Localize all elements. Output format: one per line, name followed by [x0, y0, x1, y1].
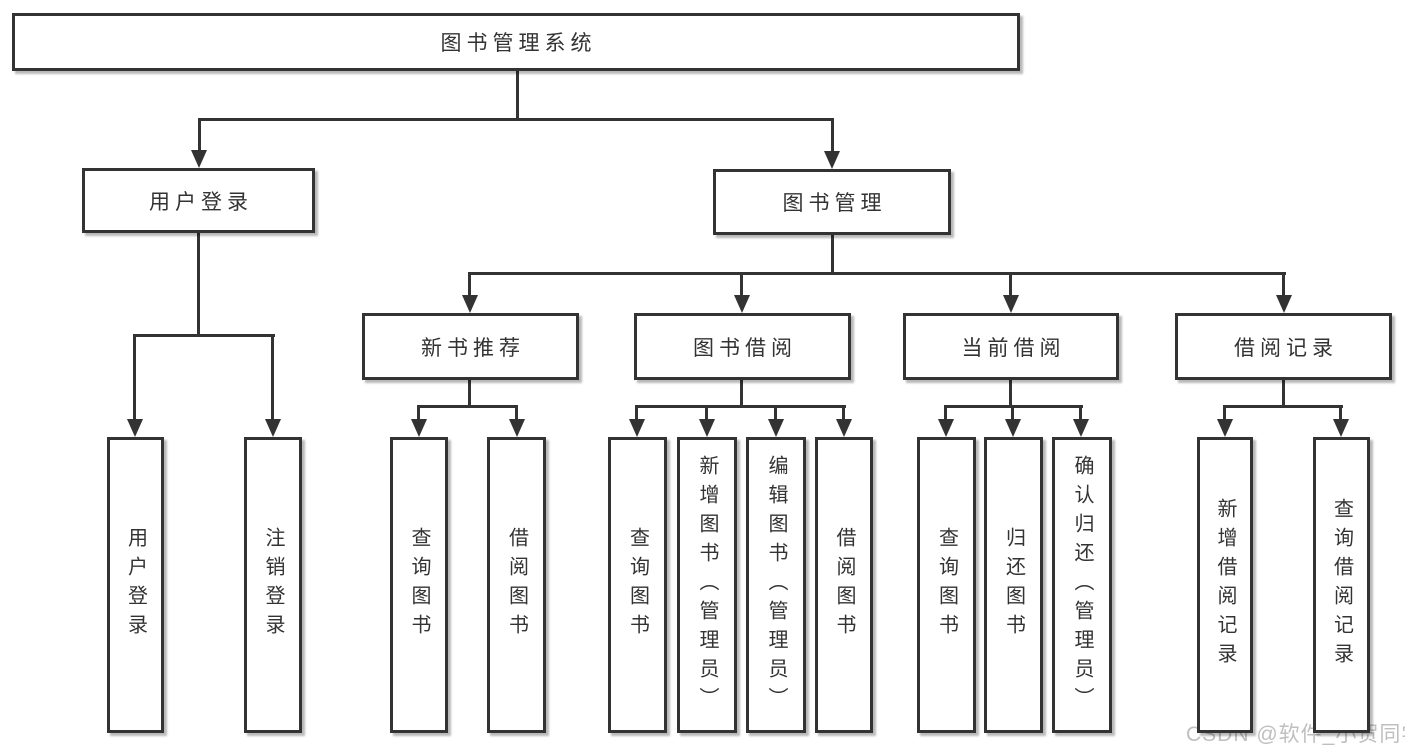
arrowhead-down-icon [1217, 419, 1233, 437]
arrowhead-down-icon [127, 419, 143, 437]
node-borrowing-records: 借阅记录 [1175, 313, 1392, 380]
arrowhead-down-icon [699, 419, 715, 437]
connector-line [198, 118, 834, 121]
node-query-books-current: 查询图书 [917, 437, 976, 733]
node-return-books: 归还图书 [984, 437, 1043, 733]
arrowhead-down-icon [734, 295, 750, 313]
connector-line [1339, 405, 1342, 425]
connector-line [417, 405, 420, 425]
connector-line [516, 69, 519, 120]
connector-line [133, 334, 136, 424]
connector-line [831, 235, 834, 275]
node-new-book-recommend: 新书推荐 [362, 313, 579, 380]
arrowhead-down-icon [1073, 419, 1089, 437]
node-current-borrowing: 当前借阅 [903, 313, 1119, 380]
node-user-login-leaf: 用户登录 [107, 437, 164, 733]
connector-line [1009, 272, 1012, 300]
connector-line [417, 405, 518, 408]
node-label: 查询图书 [626, 527, 649, 643]
node-label: 当前借阅 [961, 336, 1066, 360]
connector-line [1079, 405, 1082, 425]
connector-line [468, 380, 471, 407]
node-borrow-books-recommend: 借阅图书 [487, 437, 546, 733]
arrowhead-down-icon [629, 419, 645, 437]
connector-line [705, 405, 708, 425]
node-label: 查询图书 [408, 527, 430, 643]
node-label: 确认归还（管理员） [1071, 454, 1093, 716]
node-label: 新增图书（管理员） [696, 454, 718, 716]
node-label: 借阅图书 [833, 527, 855, 643]
arrowhead-down-icon [1276, 295, 1292, 313]
arrowhead-down-icon [191, 150, 207, 168]
node-label: 新增借阅记录 [1214, 498, 1236, 672]
arrowhead-down-icon [462, 295, 478, 313]
arrowhead-down-icon [768, 419, 784, 437]
node-book-borrowing: 图书借阅 [634, 313, 851, 380]
node-edit-books-admin: 编辑图书（管理员） [746, 437, 806, 733]
node-label: 编辑图书（管理员） [765, 454, 787, 716]
connector-line [468, 272, 1286, 275]
connector-line [842, 405, 845, 425]
connector-line [1223, 405, 1343, 408]
node-query-borrowing-record: 查询借阅记录 [1313, 437, 1370, 733]
arrowhead-down-icon [836, 419, 852, 437]
connector-line [740, 380, 743, 407]
node-label: 图书管理 [782, 192, 887, 215]
connector-line [944, 405, 947, 425]
connector-line [1009, 380, 1012, 407]
node-label: 借阅图书 [505, 527, 528, 643]
node-user-login: 用户登录 [82, 168, 315, 233]
connector-line [198, 118, 201, 156]
node-add-books-admin: 新增图书（管理员） [677, 437, 737, 733]
node-label: 注销登录 [262, 527, 284, 643]
connector-line [740, 272, 743, 300]
connector-line [197, 233, 200, 337]
connector-line [831, 118, 834, 157]
node-label: 查询借阅记录 [1330, 498, 1353, 672]
arrowhead-down-icon [1333, 419, 1349, 437]
connector-line [774, 405, 777, 425]
arrowhead-down-icon [1005, 419, 1021, 437]
node-label: 用户登录 [124, 527, 147, 643]
node-label: 归还图书 [1002, 527, 1025, 643]
node-logout: 注销登录 [244, 437, 302, 733]
node-label: 用户登录 [149, 190, 253, 214]
node-query-books-borrowing: 查询图书 [608, 437, 667, 733]
connector-line [1011, 405, 1014, 425]
connector-line [1223, 405, 1226, 425]
arrowhead-down-icon [1003, 295, 1019, 313]
node-confirm-return-admin: 确认归还（管理员） [1052, 437, 1112, 733]
node-borrow-books-borrowing: 借阅图书 [815, 437, 873, 733]
node-label: 查询图书 [935, 527, 958, 643]
connector-line [515, 405, 518, 425]
node-label: 图书管理系统 [440, 32, 597, 55]
node-book-management: 图书管理 [713, 169, 951, 235]
node-library-management-system: 图书管理系统 [12, 13, 1020, 71]
connector-line [635, 405, 638, 425]
connector-line [133, 334, 275, 337]
node-add-borrowing-record: 新增借阅记录 [1197, 437, 1253, 733]
node-label: 借阅记录 [1234, 336, 1338, 360]
connector-line [635, 405, 846, 408]
connector-line [468, 272, 471, 300]
arrowhead-down-icon [265, 419, 281, 437]
node-label: 图书借阅 [693, 336, 797, 360]
connector-line [1282, 380, 1285, 407]
connector-line [1282, 272, 1285, 300]
node-label: 新书推荐 [421, 336, 525, 360]
node-query-books-recommend: 查询图书 [390, 437, 448, 733]
arrowhead-down-icon [411, 419, 427, 437]
arrowhead-down-icon [509, 419, 525, 437]
arrowhead-down-icon [938, 419, 954, 437]
arrowhead-down-icon [824, 151, 840, 169]
connector-line [271, 334, 274, 424]
